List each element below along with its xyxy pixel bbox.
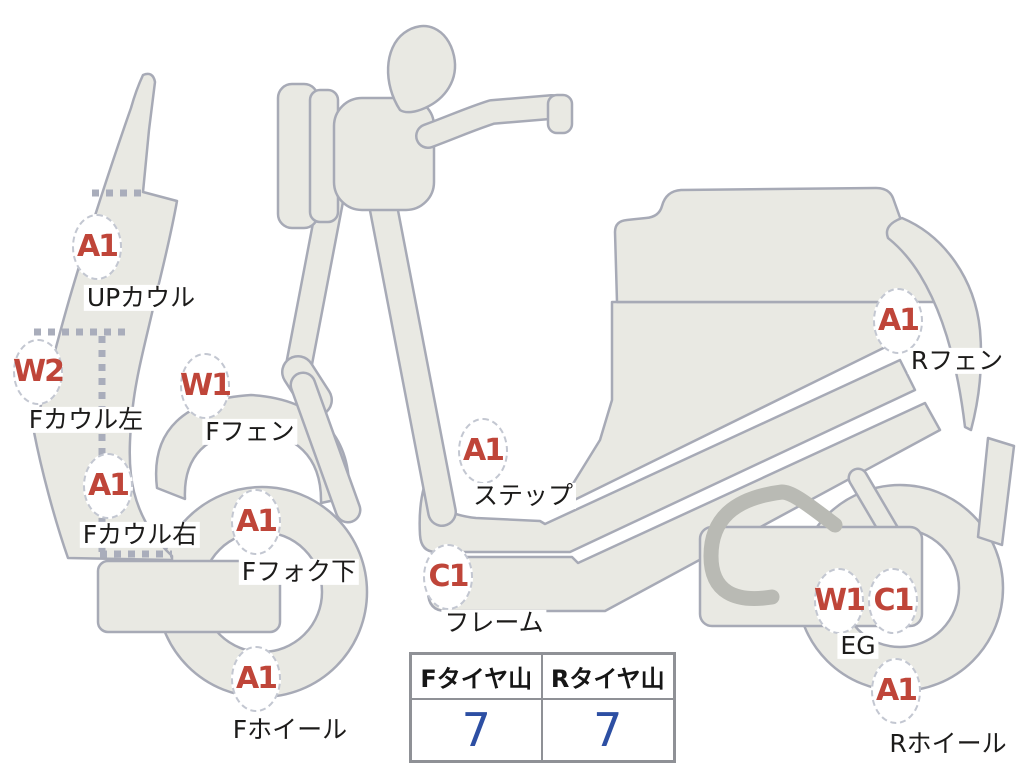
part-label-0: UPカウル xyxy=(83,284,199,312)
rear-fender xyxy=(885,216,983,432)
damage-marker-7: C1 xyxy=(423,544,473,610)
lower-cowl xyxy=(96,559,282,634)
muffler xyxy=(703,484,843,606)
cowl-divider-dashes xyxy=(34,189,172,558)
damage-code: A1 xyxy=(87,468,130,503)
part-label-7: フレーム xyxy=(441,609,547,637)
damage-code: W1 xyxy=(814,583,866,618)
damage-marker-1: W2 xyxy=(13,339,65,405)
part-label-11: Rホイール xyxy=(886,730,1010,758)
damage-code: W2 xyxy=(13,354,65,389)
part-label-10: EG xyxy=(837,632,879,660)
damage-code: A1 xyxy=(875,673,918,708)
part-label-3: Fカウル右 xyxy=(79,521,201,549)
part-label-6: ステップ xyxy=(469,482,577,510)
damage-marker-8: A1 xyxy=(873,288,923,354)
damage-marker-6: A1 xyxy=(458,418,508,484)
part-label-2: Fフェン xyxy=(202,418,298,446)
damage-code: A1 xyxy=(877,303,920,338)
damage-code: A1 xyxy=(76,229,119,264)
damage-code: C1 xyxy=(873,583,915,618)
rear-lower-panel xyxy=(976,436,1016,547)
mirror xyxy=(386,24,457,114)
handlebar xyxy=(415,93,574,149)
damage-code: A1 xyxy=(235,661,278,696)
damage-marker-11: A1 xyxy=(871,658,921,724)
part-label-4: Fフォク下 xyxy=(238,558,360,586)
down-tube xyxy=(367,185,457,527)
damage-marker-4: A1 xyxy=(231,489,281,555)
damage-marker-9: W1 xyxy=(814,568,866,634)
rear-tire-value: 7 xyxy=(593,703,623,757)
damage-marker-5: A1 xyxy=(231,646,281,712)
damage-code: A1 xyxy=(235,504,278,539)
part-label-8: Rフェン xyxy=(907,347,1007,375)
damage-code: W1 xyxy=(180,368,232,403)
front-tire-header: Fタイヤ山 xyxy=(412,655,543,700)
damage-code: C1 xyxy=(428,559,470,594)
damage-marker-10: C1 xyxy=(868,568,918,634)
part-label-1: Fカウル左 xyxy=(25,406,147,434)
damage-marker-3: A1 xyxy=(83,453,133,519)
front-fork xyxy=(281,188,362,524)
headlight-assembly xyxy=(276,82,436,230)
rear-tire-header: Rタイヤ山 xyxy=(542,655,673,700)
damage-marker-2: W1 xyxy=(180,353,232,419)
tire-tread-table: Fタイヤ山 Rタイヤ山 7 7 xyxy=(409,652,676,763)
part-label-5: Fホイール xyxy=(229,716,351,744)
front-tire-value: 7 xyxy=(412,700,543,760)
damage-code: A1 xyxy=(462,433,505,468)
damage-marker-0: A1 xyxy=(72,214,122,280)
